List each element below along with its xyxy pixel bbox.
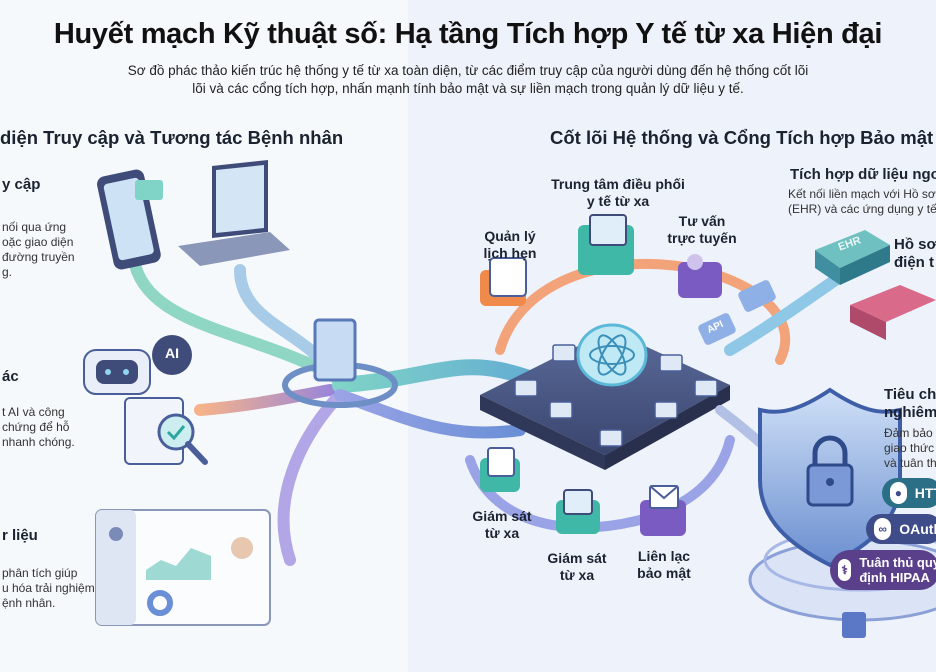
gateway-portal xyxy=(313,318,357,382)
left-block2-title: ác xyxy=(2,368,19,385)
laptop-device xyxy=(178,160,290,266)
standards-desc: Đảm bảo giao thức và tuân th xyxy=(884,426,936,471)
https-pill: ● HTT xyxy=(882,478,936,508)
monitor1-node xyxy=(480,447,520,492)
hub-label: Trung tâm điều phối y tế từ xa xyxy=(548,176,688,210)
oauth-pill-label: OAuth xyxy=(899,521,936,537)
left-block1-title: y cập xyxy=(2,176,41,193)
standards-title-line: Tiêu ch xyxy=(884,386,936,403)
api-connector xyxy=(698,280,776,345)
link-icon: ∞ xyxy=(874,518,892,540)
ehr-title: Hồ sơ điện t xyxy=(894,236,936,272)
monitor1-label-line: Giám sát xyxy=(472,508,532,524)
monitor2-label-line: Giám sát xyxy=(547,550,607,566)
ext-integration-desc: Kết nối liền mạch với Hồ sơ (EHR) và các… xyxy=(788,187,936,217)
ehr-title-line: điện t xyxy=(894,254,934,271)
subtitle-line-1: Sơ đồ phác thảo kiến trúc hệ thống y tế … xyxy=(127,63,809,78)
left-block2-desc: t AI và công chứng để hỗ nhanh chóng. xyxy=(2,405,75,450)
hub-label-line: Trung tâm điều phối xyxy=(551,176,685,192)
ehr-title-line: Hồ sơ xyxy=(894,236,936,253)
core-ai-orb xyxy=(576,323,648,387)
page-title: Huyết mạch Kỹ thuật số: Hạ tầng Tích hợp… xyxy=(53,18,883,50)
appointments-node xyxy=(480,257,527,306)
secure-msg-label-line: Liên lạc xyxy=(637,548,691,564)
subtitle-line-2: lõi và các cổng tích hợp, nhấn mạnh tính… xyxy=(192,81,744,96)
hipaa-pill: ⚕ Tuân thủ quy định HIPAA xyxy=(830,550,936,590)
hipaa-pill-line: định HIPAA xyxy=(859,570,930,585)
standards-title: Tiêu ch nghiêm xyxy=(884,386,936,422)
oauth-pill: ∞ OAuth xyxy=(866,514,936,544)
appointments-label-line: Quản lý xyxy=(484,228,536,244)
monitor1-label: Giám sát từ xa xyxy=(470,508,534,542)
ext-integration-line: (EHR) và các ứng dụng y tế xyxy=(788,202,936,216)
left-block3-line: u hóa trải nghiệm xyxy=(2,581,95,595)
standards-desc-line: và tuân th xyxy=(884,456,936,470)
analytics-dashboard xyxy=(95,509,271,626)
security-box xyxy=(850,285,936,340)
monitor2-node xyxy=(556,489,600,534)
hipaa-pill-label: Tuân thủ quy định HIPAA xyxy=(859,555,936,585)
monitor2-label-line: từ xa xyxy=(559,567,595,583)
left-block3-line: phân tích giúp xyxy=(2,566,78,580)
right-section-title: Cốt lõi Hệ thống và Cổng Tích hợp Bảo mậ… xyxy=(550,127,934,148)
caduceus-icon: ⚕ xyxy=(838,559,852,581)
standards-desc-line: Đảm bảo xyxy=(884,426,933,440)
lock-icon: ● xyxy=(890,482,907,504)
https-pill-label: HTT xyxy=(914,485,936,501)
left-section-title: diện Truy cập và Tương tác Bệnh nhân xyxy=(0,127,344,148)
secure-msg-node xyxy=(640,485,686,536)
standards-desc-line: giao thức xyxy=(884,441,935,455)
left-block1-line: đường truyền xyxy=(2,250,75,264)
phone-device xyxy=(97,169,163,270)
secure-msg-label-line: bảo mật xyxy=(637,565,691,581)
consult-node xyxy=(678,254,722,298)
left-block3-line: ệnh nhân. xyxy=(2,596,56,610)
monitor2-label: Giám sát từ xa xyxy=(545,550,609,584)
left-block1-line: nối qua ứng xyxy=(2,220,67,234)
left-block2-line: chứng để hỗ xyxy=(2,420,70,434)
ext-integration-line: Kết nối liền mạch với Hồ sơ xyxy=(788,187,936,201)
ehr-server xyxy=(815,230,890,285)
ai-badge-label: AI xyxy=(165,345,179,361)
monitor1-label-line: từ xa xyxy=(484,525,520,541)
platform-modules xyxy=(514,344,718,447)
consult-label-line: trực tuyến xyxy=(667,230,737,246)
page-subtitle: Sơ đồ phác thảo kiến trúc hệ thống y tế … xyxy=(90,62,846,98)
ai-assistant-illustration xyxy=(83,335,208,465)
standards-title-line: nghiêm xyxy=(884,404,936,421)
hub-node xyxy=(578,214,634,275)
secure-msg-label: Liên lạc bảo mật xyxy=(632,548,696,582)
left-block2-line: t AI và công xyxy=(2,405,65,419)
consult-label-line: Tư vấn xyxy=(678,213,726,229)
left-block2-line: nhanh chóng. xyxy=(2,435,75,449)
appointments-label-line: lịch hẹn xyxy=(483,245,537,261)
hipaa-pill-line: Tuân thủ quy xyxy=(859,555,936,570)
consult-label: Tư vấn trực tuyến xyxy=(664,213,740,247)
pipe-ai-to-hub xyxy=(194,384,336,416)
left-block1-line: g. xyxy=(2,265,13,279)
left-block1-desc: nối qua ứng oặc giao diện đường truyền g… xyxy=(2,220,75,280)
hub-label-line: y tế từ xa xyxy=(586,193,650,209)
left-block3-title: r liệu xyxy=(2,527,38,544)
pipe-dashboard-to-hub xyxy=(277,394,341,566)
left-block3-desc: phân tích giúp u hóa trải nghiệm ệnh nhâ… xyxy=(2,566,95,611)
appointments-label: Quản lý lịch hẹn xyxy=(478,228,542,262)
ext-integration-title: Tích hợp dữ liệu ngoạ xyxy=(790,166,936,183)
left-block1-line: oặc giao diện xyxy=(2,235,74,249)
